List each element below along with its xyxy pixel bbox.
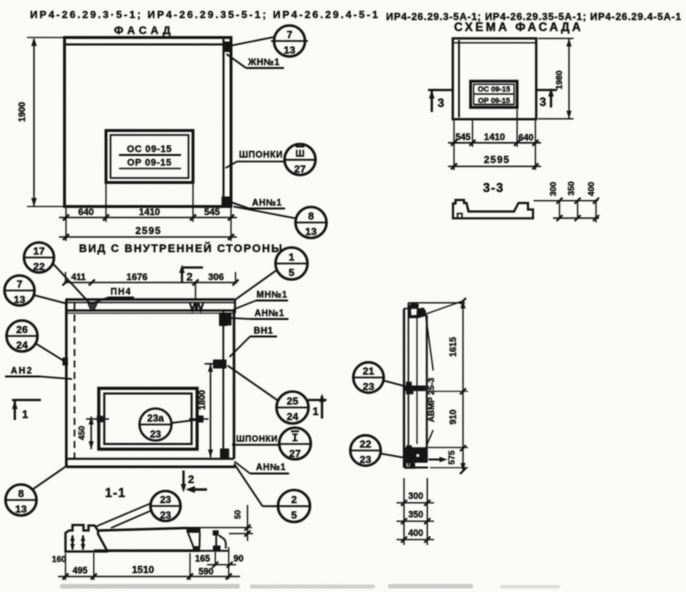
svg-text:411: 411 — [71, 272, 86, 282]
svg-text:350: 350 — [566, 181, 576, 195]
svg-text:3: 3 — [540, 95, 547, 109]
svg-text:ФАСАД: ФАСАД — [114, 25, 175, 37]
svg-text:5: 5 — [289, 267, 295, 279]
svg-text:1-1: 1-1 — [105, 486, 126, 500]
svg-text:ВН1: ВН1 — [254, 326, 274, 336]
svg-text:ОР 09-15: ОР 09-15 — [478, 96, 510, 105]
svg-text:300: 300 — [408, 491, 423, 501]
svg-text:АН№1: АН№1 — [256, 462, 286, 472]
svg-text:90: 90 — [233, 554, 243, 564]
svg-text:1410: 1410 — [139, 207, 160, 218]
svg-text:Ш: Ш — [295, 149, 304, 159]
svg-text:СХЕМА ФАСАДА: СХЕМА ФАСАДА — [454, 20, 583, 34]
svg-text:2: 2 — [188, 474, 194, 486]
svg-text:17: 17 — [33, 246, 45, 258]
svg-text:24: 24 — [287, 411, 299, 423]
svg-text:25: 25 — [287, 396, 299, 408]
svg-text:27: 27 — [294, 164, 306, 176]
svg-text:I: I — [294, 433, 297, 444]
svg-text:ОС 09-15: ОС 09-15 — [127, 144, 172, 155]
svg-text:13: 13 — [305, 226, 317, 238]
svg-text:13: 13 — [15, 504, 27, 516]
svg-text:640: 640 — [78, 207, 94, 218]
svg-text:23: 23 — [160, 511, 172, 522]
svg-text:ВИД С ВНУТРЕННЕЙ СТОРОНЫ: ВИД С ВНУТРЕННЕЙ СТОРОНЫ — [79, 242, 283, 255]
svg-text:495: 495 — [72, 566, 87, 576]
svg-text:5: 5 — [291, 510, 297, 522]
svg-text:АН№1: АН№1 — [252, 198, 282, 208]
svg-text:ОР 09-15: ОР 09-15 — [127, 158, 172, 169]
svg-text:400: 400 — [408, 528, 423, 538]
svg-text:2: 2 — [187, 272, 193, 284]
svg-text:8: 8 — [308, 211, 314, 223]
svg-text:3-3: 3-3 — [483, 181, 504, 195]
svg-text:1410: 1410 — [484, 132, 505, 143]
svg-text:АН№1: АН№1 — [254, 308, 284, 318]
svg-text:640: 640 — [518, 132, 533, 142]
svg-text:165: 165 — [195, 554, 210, 564]
svg-text:1615: 1615 — [448, 337, 458, 357]
svg-text:22: 22 — [33, 261, 45, 273]
svg-text:27: 27 — [289, 448, 301, 460]
svg-text:1: 1 — [313, 406, 319, 418]
svg-text:ИР4-26.29.3·5-1; ИР4-26.29.35-: ИР4-26.29.3·5-1; ИР4-26.29.35-5-1; ИР4-2… — [30, 9, 378, 21]
svg-text:ПН4: ПН4 — [111, 287, 132, 297]
svg-text:7: 7 — [17, 279, 23, 291]
svg-text:1: 1 — [22, 409, 28, 421]
svg-text:1980: 1980 — [554, 70, 564, 89]
svg-text:26: 26 — [16, 324, 28, 336]
svg-text:910: 910 — [448, 409, 458, 424]
svg-text:2595: 2595 — [484, 155, 510, 166]
svg-text:13: 13 — [14, 294, 26, 306]
svg-text:545: 545 — [455, 132, 470, 142]
svg-text:21: 21 — [363, 366, 375, 378]
svg-text:2: 2 — [291, 494, 297, 506]
svg-text:ЖН№1: ЖН№1 — [247, 57, 280, 67]
svg-text:545: 545 — [204, 207, 221, 218]
svg-text:1800: 1800 — [197, 390, 207, 410]
svg-text:350: 350 — [408, 509, 423, 519]
svg-text:160: 160 — [52, 554, 66, 564]
svg-text:23: 23 — [150, 430, 162, 441]
svg-text:23: 23 — [160, 495, 172, 506]
svg-text:50: 50 — [234, 510, 243, 519]
svg-text:2595: 2595 — [135, 226, 161, 237]
svg-text:450: 450 — [77, 426, 87, 440]
svg-text:ИР4-26.29.3-5А-1; ИР4-26.29.35: ИР4-26.29.3-5А-1; ИР4-26.29.35-5А-1; ИР4… — [386, 12, 681, 23]
svg-text:3: 3 — [438, 96, 445, 110]
svg-text:24: 24 — [16, 340, 28, 352]
svg-text:23: 23 — [363, 381, 375, 393]
svg-text:7: 7 — [287, 29, 293, 41]
svg-text:МН№1: МН№1 — [256, 290, 287, 300]
svg-text:ОС 09-15: ОС 09-15 — [478, 85, 511, 94]
svg-text:575: 575 — [447, 450, 457, 464]
svg-text:1: 1 — [289, 252, 295, 264]
svg-text:22: 22 — [360, 439, 372, 451]
svg-text:АВМР 25-3: АВМР 25-3 — [426, 378, 436, 423]
svg-text:АН2: АН2 — [11, 366, 34, 376]
svg-text:306: 306 — [208, 272, 224, 283]
svg-text:8: 8 — [18, 488, 24, 500]
svg-text:13: 13 — [284, 45, 296, 57]
svg-text:23: 23 — [360, 454, 372, 466]
svg-text:23а: 23а — [147, 414, 164, 425]
svg-text:1676: 1676 — [126, 272, 147, 283]
svg-text:300: 300 — [548, 182, 558, 196]
svg-text:ШПОНКИ: ШПОНКИ — [239, 150, 283, 160]
svg-text:400: 400 — [586, 182, 596, 196]
svg-text:ШПОНКИ: ШПОНКИ — [236, 434, 278, 444]
svg-text:590: 590 — [198, 567, 213, 577]
svg-text:1510: 1510 — [132, 565, 155, 576]
svg-text:1900: 1900 — [17, 102, 27, 122]
